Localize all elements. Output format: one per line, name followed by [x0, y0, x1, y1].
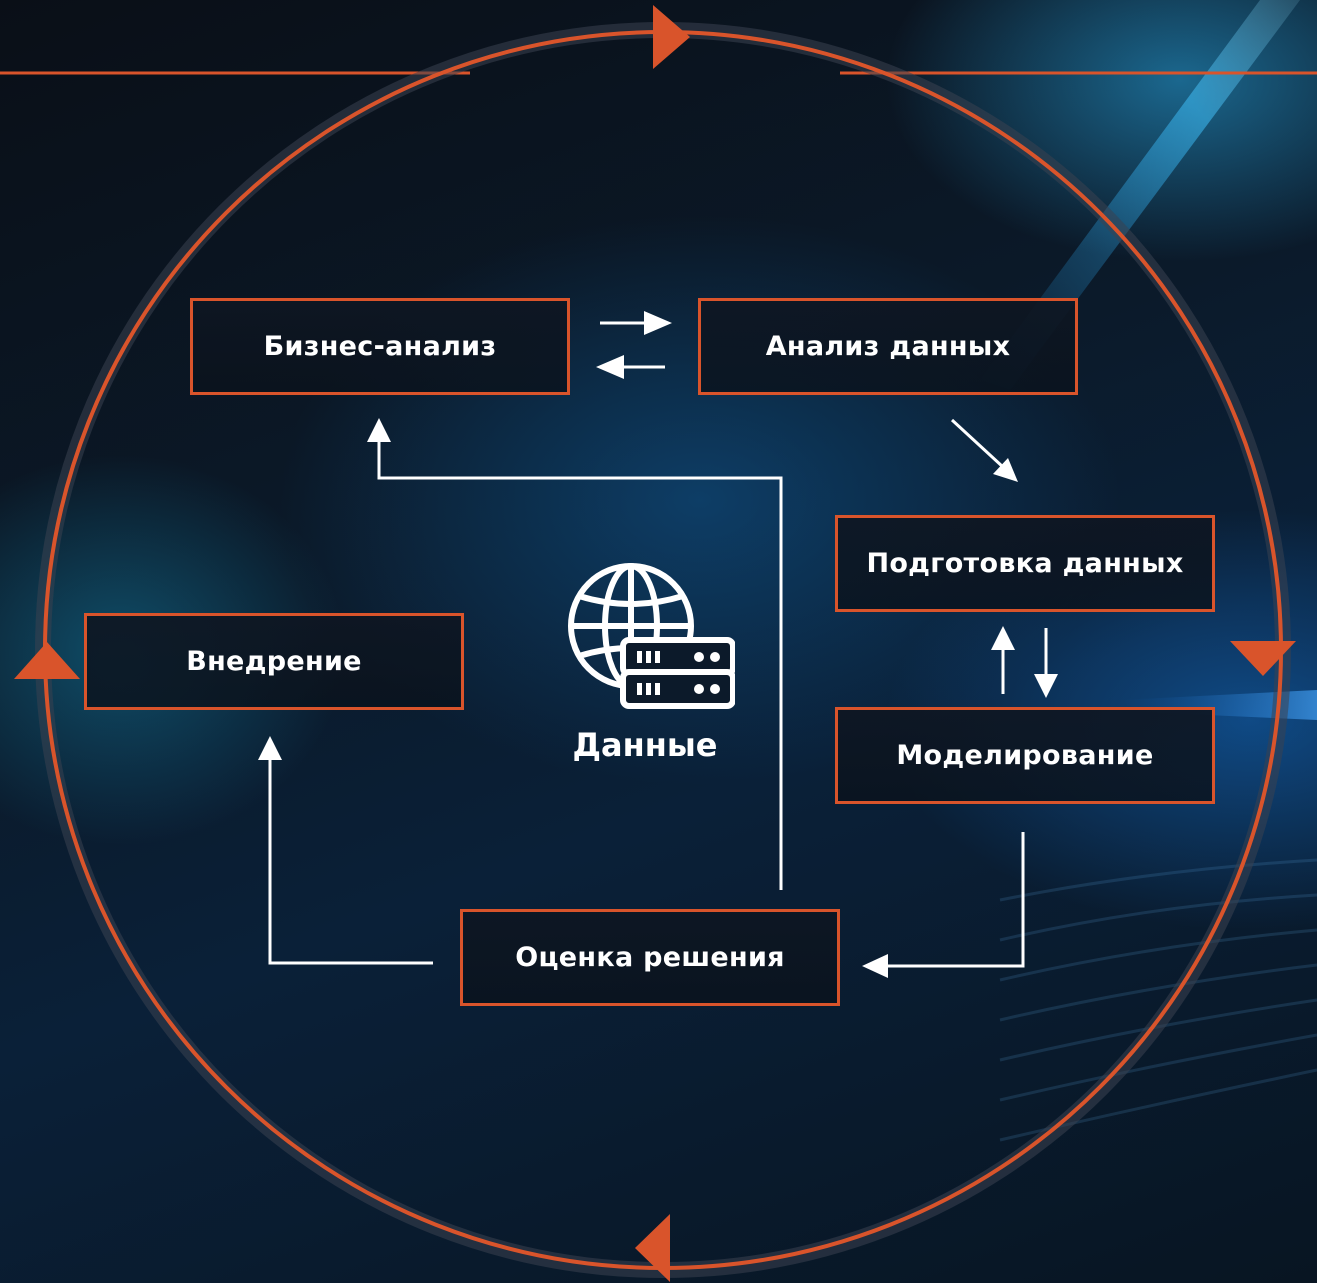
stage-label: Бизнес-анализ: [263, 331, 497, 362]
stage-business-analysis: Бизнес-анализ: [190, 298, 570, 395]
stage-evaluation: Оценка решения: [460, 909, 840, 1006]
ring-arrow-top-icon: [653, 5, 690, 69]
stage-label: Подготовка данных: [866, 548, 1184, 579]
arrowhead-icon: [596, 355, 624, 379]
arrowhead-icon: [367, 418, 391, 442]
stage-data-preparation: Подготовка данных: [835, 515, 1215, 612]
arrowhead-icon: [1034, 674, 1058, 698]
stage-label: Оценка решения: [515, 942, 785, 973]
arrow-evaluation-to-deployment: [268, 757, 433, 965]
arrowhead-icon: [644, 311, 672, 335]
stage-modeling: Моделирование: [835, 707, 1215, 804]
stage-label: Моделирование: [896, 740, 1154, 771]
arrow-modeling-to-evaluation: [886, 832, 1025, 968]
arrowhead-icon: [862, 954, 888, 978]
stage-label: Внедрение: [186, 646, 362, 677]
wave-lines: [999, 858, 1317, 1142]
arrowhead-icon: [991, 626, 1015, 650]
ring-arrow-right-icon: [1230, 641, 1296, 676]
stage-label: Анализ данных: [765, 331, 1011, 362]
arrow-evaluation-to-business: [377, 442, 783, 890]
center-label: Данные: [572, 726, 718, 764]
arrowhead-icon: [258, 736, 282, 760]
arrowhead-icon: [993, 458, 1018, 482]
stage-deployment: Внедрение: [84, 613, 464, 710]
arrow-analysis-to-preparation: [950, 418, 1005, 469]
light-streak: [980, 0, 1300, 390]
ring-arrow-left-icon: [14, 642, 80, 679]
stage-data-analysis: Анализ данных: [698, 298, 1078, 395]
globe-database-icon: [568, 563, 735, 709]
ring-arrow-bottom-icon: [635, 1214, 670, 1282]
